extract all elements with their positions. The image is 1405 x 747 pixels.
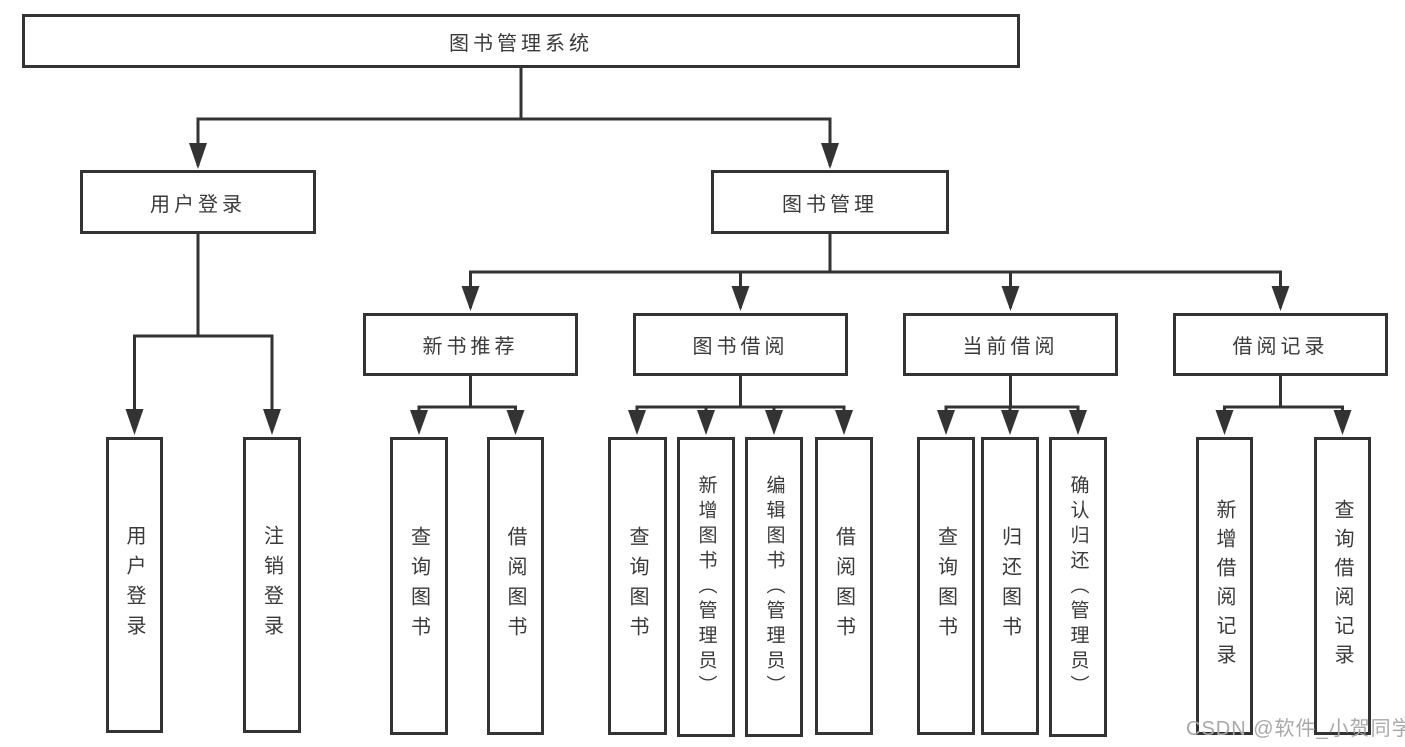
- node-borrow-records: 借阅记录: [1173, 313, 1388, 376]
- node-label: 查询借阅记录: [1331, 499, 1353, 673]
- node-book-borrow: 图书借阅: [633, 313, 848, 376]
- node-cb-confirm-return-admin: 确认归还（管理员）: [1049, 437, 1107, 737]
- node-logout: 注销登录: [243, 437, 301, 733]
- node-nb-query-book: 查询图书: [390, 437, 448, 735]
- node-user-login-leaf: 用户登录: [106, 437, 163, 733]
- node-label: 查询图书: [934, 526, 957, 646]
- node-nb-borrow-book: 借阅图书: [487, 437, 544, 735]
- node-current-borrow: 当前借阅: [903, 313, 1118, 376]
- node-cb-return-book: 归还图书: [981, 437, 1039, 735]
- node-bb-query-book: 查询图书: [608, 437, 667, 735]
- node-label: 确认归还（管理员）: [1067, 474, 1089, 700]
- node-bb-edit-book-admin: 编辑图书（管理员）: [745, 437, 803, 737]
- node-label: 借阅记录: [1232, 336, 1329, 358]
- node-new-book-recommend: 新书推荐: [363, 313, 578, 376]
- node-cb-query-book: 查询图书: [917, 437, 975, 735]
- node-label: 用户登录: [123, 525, 145, 645]
- node-label: 借阅图书: [504, 526, 526, 646]
- node-label: 图书管理: [782, 193, 878, 216]
- node-bb-borrow-book: 借阅图书: [815, 437, 873, 735]
- node-label: 新增图书（管理员）: [695, 474, 717, 700]
- csdn-watermark: CSDN @软件_小贺同学: [1186, 718, 1405, 740]
- node-label: 图书借阅: [692, 336, 789, 358]
- node-root-label: 图书管理系统: [449, 32, 593, 55]
- node-br-query-record: 查询借阅记录: [1314, 437, 1371, 735]
- node-label: 当前借阅: [962, 336, 1059, 358]
- node-label: 查询图书: [407, 526, 430, 646]
- node-label: 新书推荐: [422, 336, 519, 358]
- node-bb-add-book-admin: 新增图书（管理员）: [677, 437, 735, 737]
- node-label: 新增借阅记录: [1213, 499, 1235, 673]
- node-root: 图书管理系统: [22, 14, 1020, 68]
- node-book-management: 图书管理: [711, 170, 949, 234]
- node-br-add-record: 新增借阅记录: [1196, 437, 1253, 735]
- node-label: 查询图书: [626, 526, 648, 646]
- node-label: 注销登录: [260, 525, 283, 645]
- node-label: 归还图书: [998, 526, 1021, 646]
- node-label: 借阅图书: [832, 526, 855, 646]
- node-user-login-branch: 用户登录: [80, 170, 316, 234]
- node-label: 编辑图书（管理员）: [763, 474, 785, 700]
- node-label: 用户登录: [150, 193, 246, 216]
